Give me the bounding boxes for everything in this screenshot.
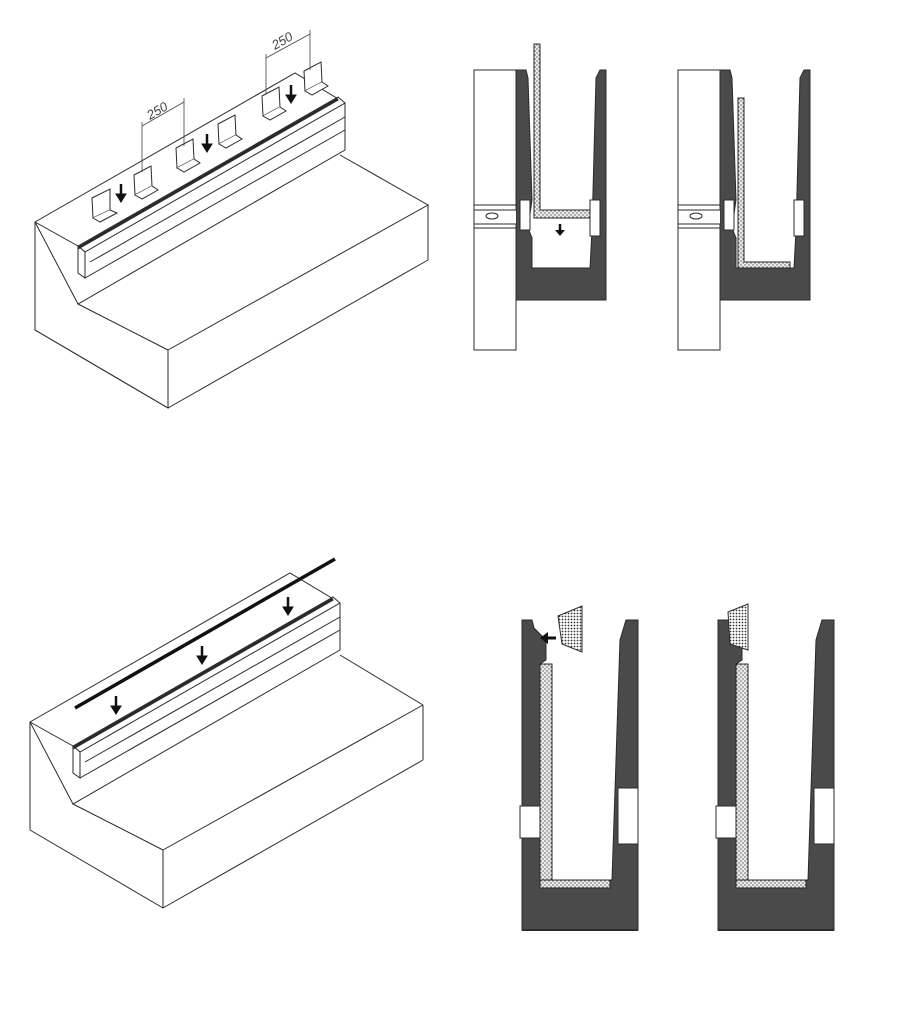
glass-seal [557, 605, 583, 653]
arrow-down-icon [282, 597, 294, 616]
down-arrow-icons [115, 85, 297, 203]
arrow-down-icon [196, 646, 208, 665]
clips-group [91, 61, 329, 223]
iso-view-clips [34, 72, 430, 409]
clip-2 [133, 165, 159, 200]
clip-3 [175, 138, 201, 173]
gasket-fill [539, 663, 553, 881]
section-2 [677, 69, 811, 351]
iso-view-strip [29, 557, 424, 909]
arrow-down-icon [555, 224, 565, 236]
insert-strip [74, 557, 336, 710]
profile-front-face [77, 244, 86, 279]
arrow-down-icon [115, 184, 127, 203]
section-1 [473, 43, 607, 351]
gasket-strip [533, 43, 591, 219]
dimension-lines [141, 30, 311, 172]
gasket-fill [735, 663, 749, 881]
section-3 [519, 605, 639, 931]
dimension-label-left: 250 [143, 98, 171, 123]
dimension-label-right: 250 [268, 28, 296, 53]
aluminium-profile [719, 69, 811, 301]
down-arrow-icons [110, 597, 294, 715]
section-4 [715, 603, 835, 931]
clip-4 [217, 114, 243, 149]
clip-6 [303, 61, 329, 96]
glass-seal [727, 603, 749, 651]
aluminium-profile [515, 69, 607, 301]
arrow-down-icon [110, 696, 122, 715]
gasket-strip [737, 97, 791, 269]
arrow-left-icon [540, 632, 556, 644]
arrow-down-icon [285, 85, 297, 104]
arrow-down-icon [201, 134, 213, 153]
clip-1 [91, 188, 119, 223]
clip-5 [261, 86, 287, 121]
